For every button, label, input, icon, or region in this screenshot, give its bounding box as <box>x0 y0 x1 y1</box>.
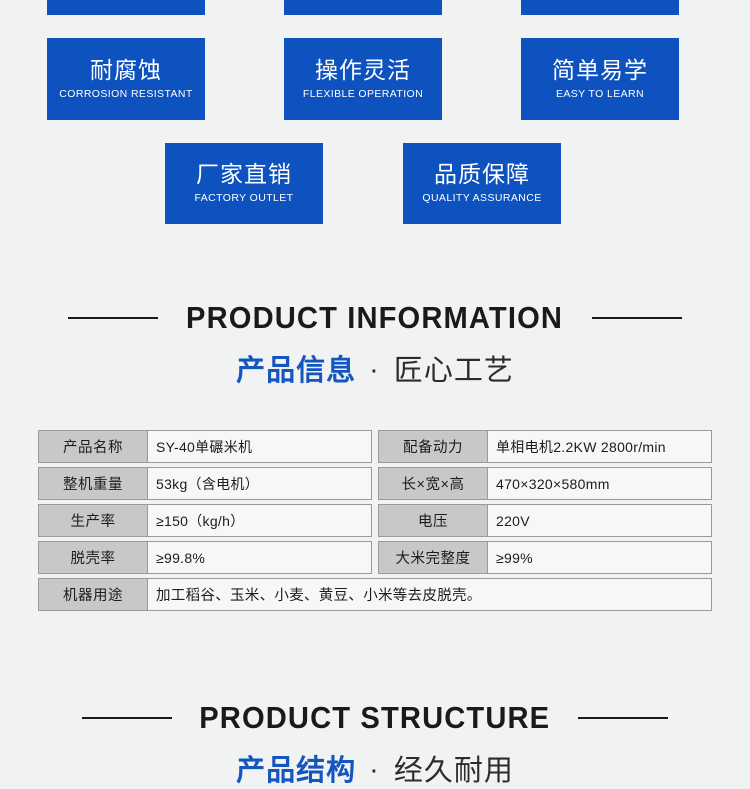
feature-badge-clipped-3 <box>521 0 679 15</box>
spec-pair-right: 长×宽×高 470×320×580mm <box>378 467 712 500</box>
table-row: 机器用途 加工稻谷、玉米、小麦、黄豆、小米等去皮脱壳。 <box>38 578 712 611</box>
table-row: 整机重量 53kg（含电机） 长×宽×高 470×320×580mm <box>38 467 712 500</box>
heading-rule-left-icon <box>82 717 173 719</box>
section-heading-product-information: PRODUCT INFORMATION 产品信息 · 匠心工艺 <box>0 300 750 389</box>
spec-value: SY-40单碾米机 <box>148 430 372 463</box>
feature-badge-title-cn: 简单易学 <box>552 56 648 83</box>
spec-label: 电压 <box>378 504 488 537</box>
spec-value: ≥99.8% <box>148 541 372 574</box>
table-row: 生产率 ≥150（kg/h） 电压 220V <box>38 504 712 537</box>
feature-badge-clipped-2 <box>284 0 442 15</box>
section-heading-subtitle: 产品结构 · 经久耐用 <box>0 747 750 789</box>
feature-badge-corrosion-resistant: 耐腐蚀 CORROSION RESISTANT <box>47 38 205 120</box>
feature-badge-title-cn: 品质保障 <box>434 161 530 188</box>
spec-pair-right: 电压 220V <box>378 504 712 537</box>
spec-label: 大米完整度 <box>378 541 488 574</box>
spec-label: 产品名称 <box>38 430 148 463</box>
spec-pair-right: 大米完整度 ≥99% <box>378 541 712 574</box>
heading-rule-left-icon <box>68 317 159 319</box>
section-heading-main: PRODUCT INFORMATION <box>0 300 750 336</box>
section-subtitle-separator-icon: · <box>371 760 379 783</box>
section-subtitle-secondary: 匠心工艺 <box>393 355 514 387</box>
spec-label: 脱壳率 <box>38 541 148 574</box>
section-subtitle-separator-icon: · <box>371 360 379 383</box>
feature-badge-title-en: FLEXIBLE OPERATION <box>302 87 424 100</box>
spec-value: ≥99% <box>488 541 712 574</box>
product-spec-table: 产品名称 SY-40单碾米机 配备动力 单相电机2.2KW 2800r/min … <box>38 430 712 615</box>
feature-badge-title-cn: 耐腐蚀 <box>90 56 162 83</box>
section-heading-product-structure: PRODUCT STRUCTURE 产品结构 · 经久耐用 <box>0 700 750 789</box>
spec-value: 470×320×580mm <box>488 467 712 500</box>
spec-pair-left: 整机重量 53kg（含电机） <box>38 467 372 500</box>
spec-value: 单相电机2.2KW 2800r/min <box>488 430 712 463</box>
section-subtitle-primary: 产品结构 <box>236 755 357 787</box>
spec-label: 生产率 <box>38 504 148 537</box>
spec-value: ≥150（kg/h） <box>148 504 372 537</box>
feature-badge-title-cn: 厂家直销 <box>196 161 292 188</box>
feature-badge-title-en: QUALITY ASSURANCE <box>422 192 542 205</box>
feature-badge-easy-to-learn: 简单易学 EASY TO LEARN <box>521 38 679 120</box>
table-row: 脱壳率 ≥99.8% 大米完整度 ≥99% <box>38 541 712 574</box>
section-subtitle-primary: 产品信息 <box>236 355 357 387</box>
spec-pair-right: 配备动力 单相电机2.2KW 2800r/min <box>378 430 712 463</box>
section-heading-subtitle: 产品信息 · 匠心工艺 <box>0 347 750 389</box>
feature-badge-clipped-1 <box>47 0 205 15</box>
feature-badge-factory-outlet: 厂家直销 FACTORY OUTLET <box>165 143 323 224</box>
feature-badge-title-en: EASY TO LEARN <box>555 87 645 100</box>
feature-badge-flexible-operation: 操作灵活 FLEXIBLE OPERATION <box>284 38 442 120</box>
spec-label: 长×宽×高 <box>378 467 488 500</box>
spec-pair-left: 脱壳率 ≥99.8% <box>38 541 372 574</box>
spec-pair-left: 生产率 ≥150（kg/h） <box>38 504 372 537</box>
spec-label: 配备动力 <box>378 430 488 463</box>
spec-pair-full: 机器用途 加工稻谷、玉米、小麦、黄豆、小米等去皮脱壳。 <box>38 578 712 611</box>
section-heading-title-en: PRODUCT INFORMATION <box>186 300 564 335</box>
section-heading-main: PRODUCT STRUCTURE <box>0 700 750 736</box>
feature-badge-title-cn: 操作灵活 <box>315 56 411 83</box>
feature-badge-quality-assurance: 品质保障 QUALITY ASSURANCE <box>403 143 561 224</box>
feature-badge-title-en: FACTORY OUTLET <box>194 192 294 205</box>
spec-value: 53kg（含电机） <box>148 467 372 500</box>
spec-value: 加工稻谷、玉米、小麦、黄豆、小米等去皮脱壳。 <box>148 578 712 611</box>
table-row: 产品名称 SY-40单碾米机 配备动力 单相电机2.2KW 2800r/min <box>38 430 712 463</box>
section-heading-title-en: PRODUCT STRUCTURE <box>199 700 551 735</box>
spec-value: 220V <box>488 504 712 537</box>
feature-badge-title-en: CORROSION RESISTANT <box>59 87 193 100</box>
heading-rule-right-icon <box>577 717 668 719</box>
spec-label: 整机重量 <box>38 467 148 500</box>
heading-rule-right-icon <box>591 317 682 319</box>
section-subtitle-secondary: 经久耐用 <box>393 755 514 787</box>
spec-label: 机器用途 <box>38 578 148 611</box>
spec-pair-left: 产品名称 SY-40单碾米机 <box>38 430 372 463</box>
